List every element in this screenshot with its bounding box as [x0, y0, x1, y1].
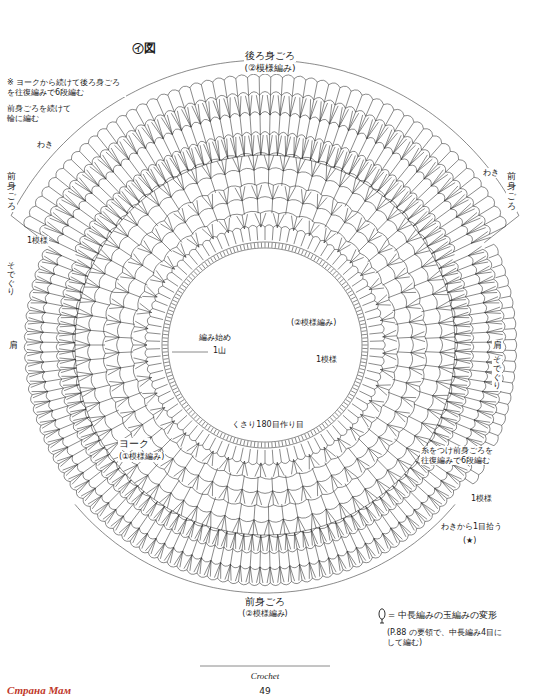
instruction-note: ※ ヨークから続けて後ろ身ごろを往復編みで6段編む	[6, 78, 126, 97]
stitch-path	[57, 112, 472, 253]
stitch-path	[103, 183, 428, 508]
section-label: ヨーク	[118, 438, 150, 450]
stitch-path	[145, 225, 386, 465]
pattern-note: (①模様編み)	[118, 452, 165, 462]
pattern-note: (②模様編み)	[243, 63, 296, 74]
legend-row: = 中長編みの玉編みの変形	[376, 608, 497, 624]
stitch-path	[24, 246, 506, 585]
part-label: 前身ごろ	[6, 172, 17, 212]
page-number: 49	[258, 686, 271, 697]
stitch-path	[40, 256, 490, 570]
puff-stitch-symbol	[380, 619, 384, 623]
stitch-path	[172, 352, 208, 353]
stitch-path	[88, 167, 443, 522]
stitch-path	[73, 152, 458, 537]
stitch-path	[168, 248, 362, 442]
stitch-path	[162, 242, 368, 448]
instruction-note: わきから1目拾う	[440, 522, 503, 532]
pattern-note: (②模様編み)	[290, 318, 337, 328]
section-label: 前身ごろ	[244, 596, 286, 608]
instruction-note: 前身ごろを続けて輪に編む	[6, 104, 76, 123]
start-label: 編み始め	[198, 333, 232, 343]
stitch-path	[75, 155, 455, 535]
mark-label: (★)	[462, 536, 477, 546]
part-label: そでぐり	[6, 262, 16, 297]
stitch-path	[75, 132, 454, 262]
stitch-path	[75, 504, 455, 593]
pattern-note: (②模様編み)	[241, 609, 288, 619]
stitch-path	[56, 260, 474, 554]
section-label: 後ろ身ごろ	[244, 50, 296, 62]
stitch-path	[484, 216, 519, 243]
repeat-label: 1模様	[26, 236, 49, 246]
stitch-path	[39, 92, 490, 244]
repeat-label: 1模様	[470, 494, 493, 504]
part-label: 肩	[492, 340, 503, 351]
watermark: Страна Мам	[6, 684, 72, 697]
part-label: そでぐり	[492, 356, 502, 391]
part-label: わき	[36, 140, 54, 150]
legend-note: (P.88 の要領で、中長編み4目にして編む)	[386, 628, 506, 647]
chain-note: くさり180目作り目	[231, 420, 304, 430]
chart-title: ㋑図	[132, 40, 156, 57]
part-label: 前身ごろ	[506, 172, 517, 212]
part-label: わき	[482, 168, 500, 178]
stitch-path	[24, 74, 506, 235]
stitch-path	[163, 243, 368, 448]
part-label: 肩	[8, 340, 19, 351]
stitch-rings	[11, 60, 519, 666]
magazine-name: Crochet	[250, 671, 281, 682]
instruction-note: 糸をつけ前身ごろを往復編みで6段編む	[420, 446, 498, 465]
puff-stitch-symbol	[376, 608, 388, 624]
puff-stitch-symbol	[379, 609, 385, 619]
legend-text: = 中長編みの玉編みの変形	[388, 610, 497, 622]
repeat-label: 1模様	[315, 355, 338, 365]
repeat-label: 1山	[212, 346, 227, 356]
stitch-path	[200, 666, 330, 667]
